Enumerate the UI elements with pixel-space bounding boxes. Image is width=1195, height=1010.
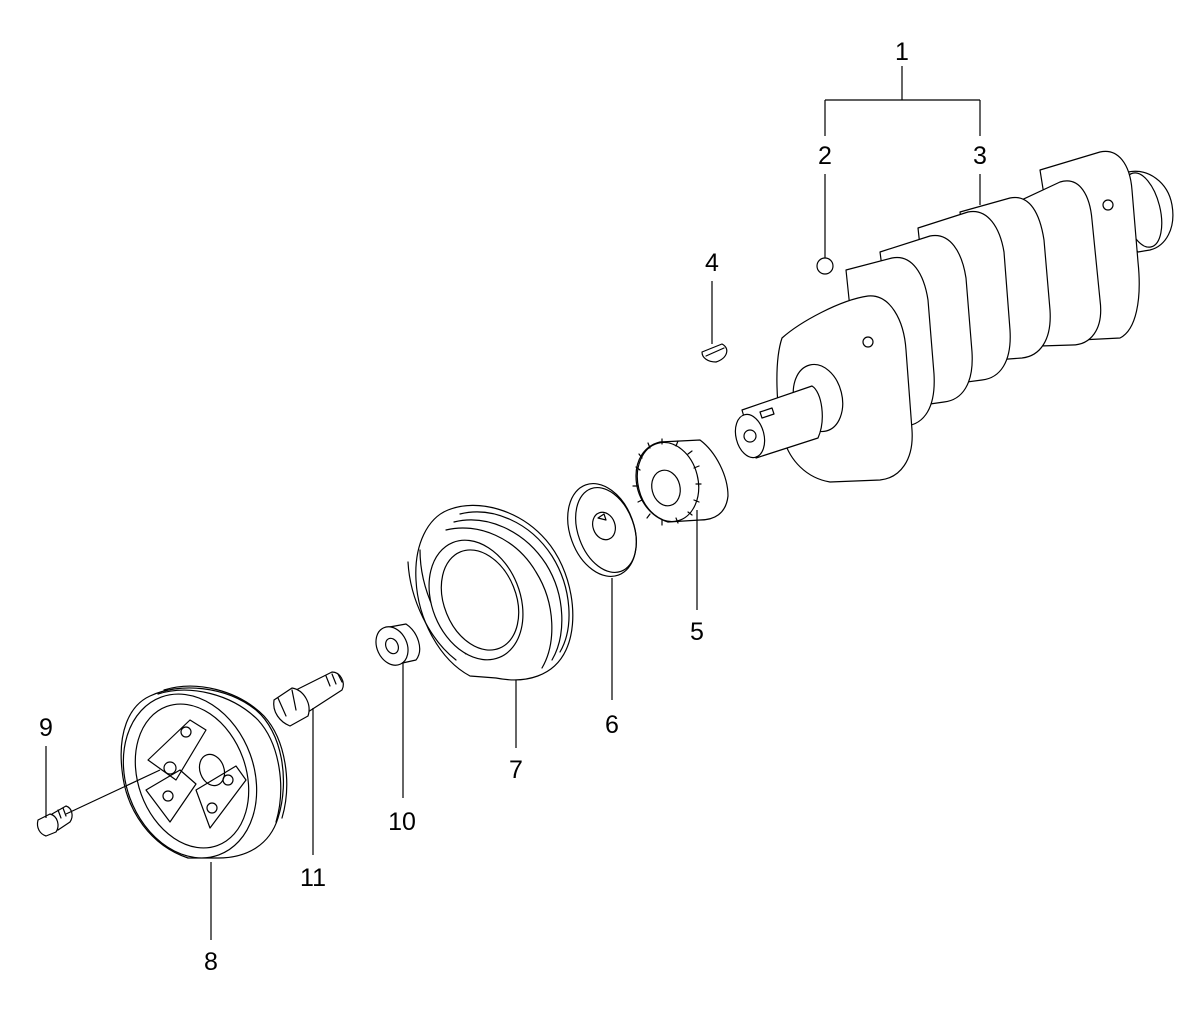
washer-plate-part	[567, 482, 637, 578]
spacer-part	[375, 623, 421, 666]
callout-10: 10	[388, 808, 416, 836]
callout-11: 11	[300, 864, 326, 892]
damper-pulley-part	[120, 685, 288, 859]
callout-6: 6	[605, 711, 619, 739]
callout-7: 7	[509, 756, 523, 784]
callout-labels: 1 2 3 4 5 6 7 8 9 10 11	[39, 38, 987, 976]
pulley-bolt-part	[273, 671, 344, 727]
leader-lines	[45, 66, 981, 940]
woodruff-key-part	[701, 343, 728, 363]
callout-1: 1	[895, 38, 909, 66]
callout-4: 4	[705, 249, 719, 277]
small-bolt-part	[36, 805, 73, 837]
crankshaft-gear-part	[632, 438, 729, 526]
callout-3: 3	[973, 142, 987, 170]
ball-part	[816, 257, 834, 275]
callout-2: 2	[818, 142, 832, 170]
crankshaft-pulley-part	[407, 504, 574, 681]
callout-8: 8	[204, 948, 218, 976]
callout-5: 5	[690, 618, 704, 646]
crankshaft-part	[734, 150, 1174, 483]
callout-9: 9	[39, 714, 53, 742]
